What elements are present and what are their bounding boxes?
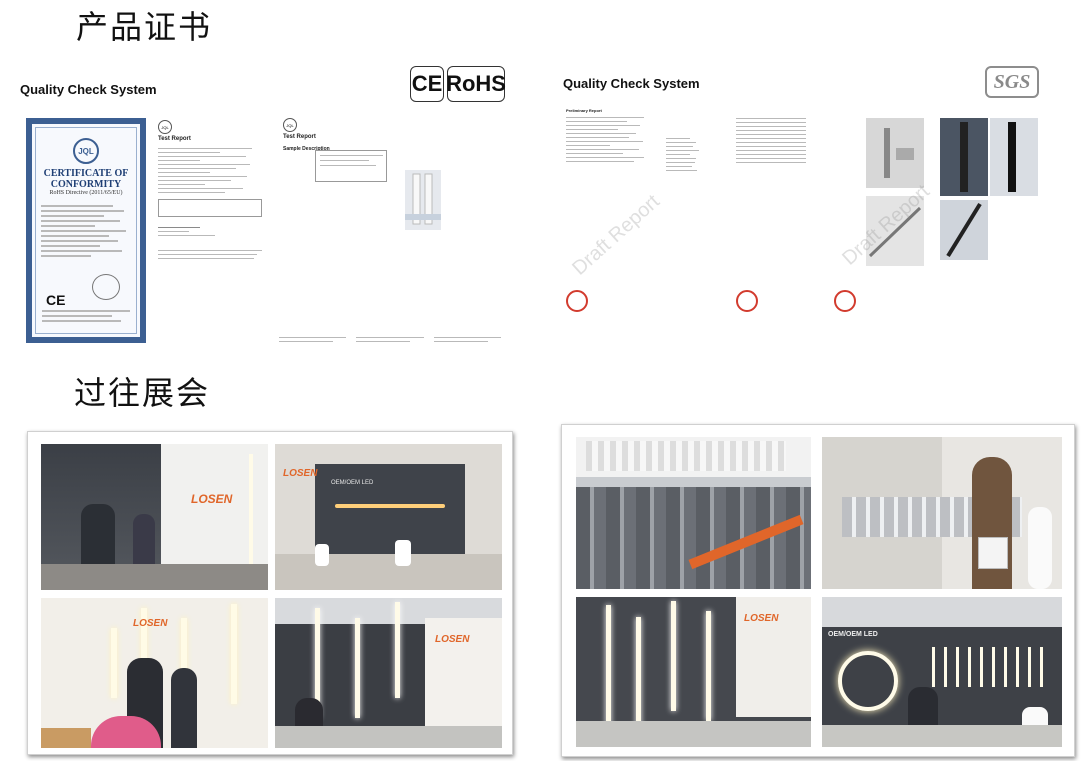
sgs-sample-photo-icon xyxy=(866,118,924,188)
sgs-report-page-4 xyxy=(830,104,930,324)
sample-table xyxy=(315,150,387,182)
certificate-title: CERTIFICATE OF CONFORMITY xyxy=(43,168,129,190)
booth-flowers-photo: LOSEN xyxy=(41,598,268,748)
jql-report2-seal-icon: JQL xyxy=(283,118,297,132)
preliminary-report-title: Preliminary Report xyxy=(566,108,602,113)
sample-description-label: Sample Description xyxy=(283,146,330,152)
led-profile-sample-image-icon xyxy=(405,170,441,230)
sgs-report-page-5 xyxy=(936,104,1042,324)
sgs-page1-lines xyxy=(566,117,653,162)
jql-seal-icon: JQL xyxy=(73,138,99,164)
left-quality-check-heading: Quality Check System xyxy=(20,82,157,97)
sgs-logo-icon: SGS xyxy=(985,66,1039,98)
ce-rohs-logos: CE RoHS xyxy=(410,66,506,102)
test-report-page-1: JQL Test Report xyxy=(150,112,270,352)
test-report-table xyxy=(158,199,262,217)
test-report-sign-lines xyxy=(158,227,262,236)
test-report-page-2: JQL Test Report Sample Description xyxy=(275,110,505,355)
booth-logo-5: LOSEN xyxy=(744,613,779,624)
booth-logo-4: LOSEN xyxy=(435,634,470,645)
sgs-report-page-1: Preliminary Report xyxy=(562,104,657,324)
certificate-footer-lines xyxy=(42,307,130,325)
booth-light-wall-photo: LOSEN xyxy=(275,598,502,748)
booth-visitors-photo: LOSEN xyxy=(41,444,268,590)
led-light-wall-photo: LOSEN xyxy=(576,597,811,747)
visitor-at-booth-photo xyxy=(822,437,1062,589)
rohs-logo-icon: RoHS xyxy=(446,66,506,102)
certificate-subtitle: RoHS Directive (2011/65/EU) xyxy=(49,190,123,196)
certificates-section-title: 产品证书 xyxy=(76,8,213,46)
sgs-led-strip-photo-icon xyxy=(940,118,988,196)
exhibition-photo-frame-right: LOSEN OEM/OEM LED xyxy=(561,424,1075,757)
test-report-title: Test Report xyxy=(158,136,191,142)
certificate-of-conformity: JQL CERTIFICATE OF CONFORMITY RoHS Direc… xyxy=(26,118,146,343)
sgs-report-strip: Preliminary Report xyxy=(562,104,1042,324)
sgs-red-stamp-icon-2 xyxy=(736,290,758,312)
booth-logo-3: LOSEN xyxy=(133,618,168,629)
product-samples-tray-photo xyxy=(576,437,811,589)
sgs-page3-lines xyxy=(736,118,823,163)
sgs-led-strip-photo-icon-3 xyxy=(940,200,988,260)
certificate-ce-mark: CE xyxy=(46,292,66,308)
booth-ring-light-photo: OEM/OEM LED xyxy=(822,597,1062,747)
booth-banner-text-2: OEM/OEM LED xyxy=(828,631,878,638)
test-report-footnote-lines xyxy=(158,250,262,259)
sgs-led-strip-photo-icon-2 xyxy=(990,118,1038,196)
sgs-report-page-3 xyxy=(732,104,827,324)
exhibition-photo-frame-left: LOSEN OEM/OEM LED LOSEN LOSEN LOSEN xyxy=(27,431,513,755)
report-2-footer-lines xyxy=(275,334,505,345)
sgs-sample-photo-icon-2 xyxy=(866,196,924,266)
test-report-body-lines xyxy=(158,148,262,193)
sgs-red-stamp-icon-3 xyxy=(834,290,856,312)
booth-overview-photo: OEM/OEM LED LOSEN xyxy=(275,444,502,590)
certificate-stamp-icon xyxy=(92,274,120,300)
sgs-report-page-2 xyxy=(662,104,730,324)
ce-logo-icon: CE xyxy=(410,66,444,102)
booth-logo-2: LOSEN xyxy=(283,468,318,479)
booth-logo-1: LOSEN xyxy=(191,492,233,506)
right-quality-check-heading: Quality Check System xyxy=(563,76,700,91)
test-report-2-title: Test Report xyxy=(283,134,316,140)
sgs-red-stamp-icon-1 xyxy=(566,290,588,312)
jql-report-seal-icon: JQL xyxy=(158,120,172,134)
booth-banner-text: OEM/OEM LED xyxy=(331,480,374,486)
exhibitions-section-title: 过往展会 xyxy=(74,374,211,412)
certificate-body-lines xyxy=(32,196,140,257)
